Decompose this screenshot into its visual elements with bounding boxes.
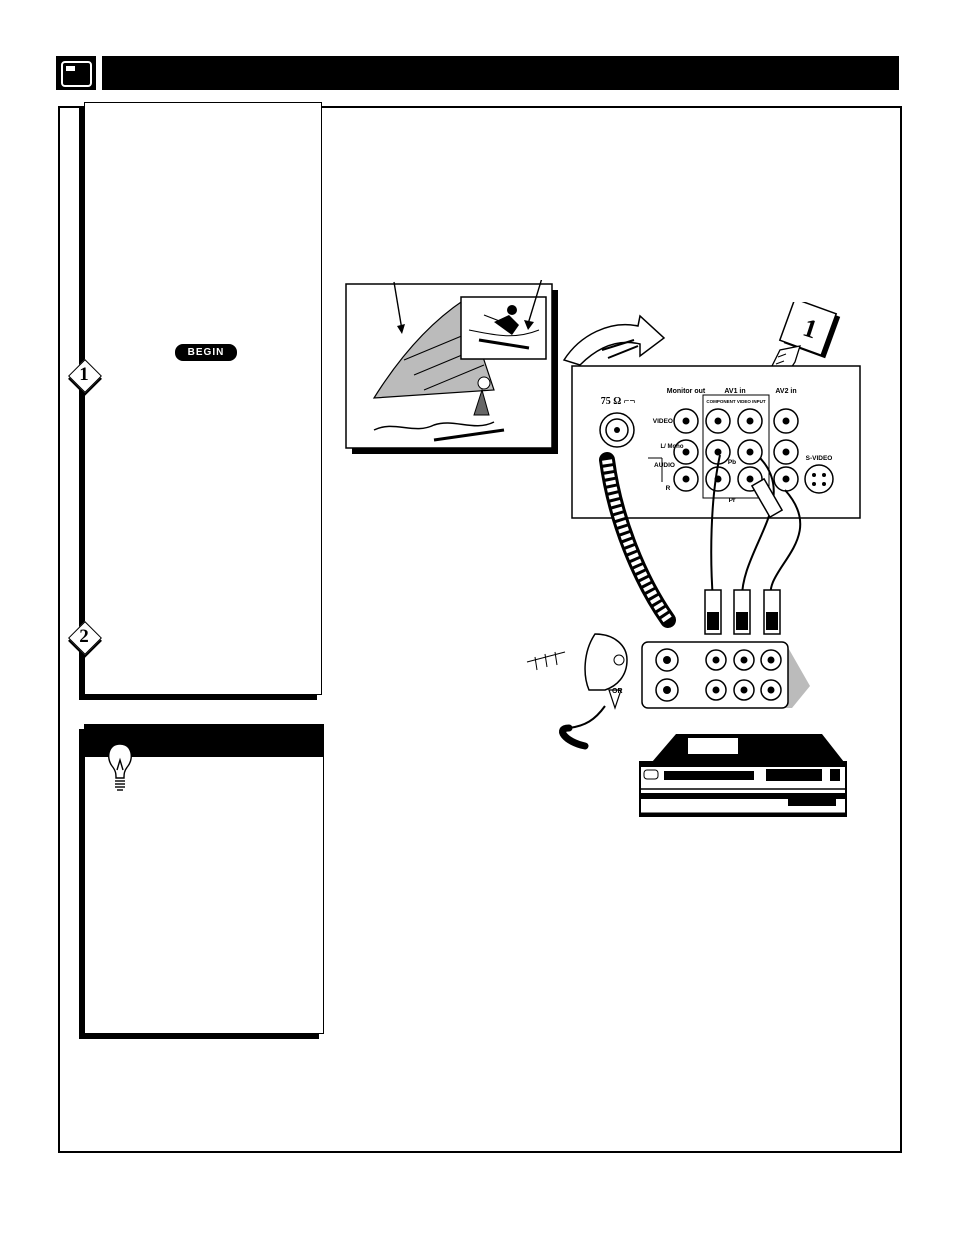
begin-badge: BEGIN xyxy=(175,344,237,361)
step-1-number: 1 xyxy=(79,364,89,385)
audio-label: AUDIO xyxy=(654,462,675,469)
tv-back-panel: 75 Ω ⌐¬ Monitor out AV1 in AV2 in COMPON… xyxy=(571,365,861,519)
pip-picture-illustration xyxy=(345,280,558,454)
step-2-number: 2 xyxy=(79,626,89,647)
l-mono-label: L/ Mono xyxy=(661,444,684,450)
video-label: VIDEO xyxy=(653,418,673,425)
av1-in-label: AV1 in xyxy=(724,388,745,395)
coax-label: 75 Ω ⌐¬ xyxy=(601,396,636,407)
s-video-label: S-VIDEO xyxy=(806,455,833,462)
steps-panel xyxy=(84,102,322,695)
pb-label: Pb xyxy=(728,459,736,466)
monitor-out-label: Monitor out xyxy=(667,388,706,395)
page-title-bar xyxy=(102,56,899,90)
vcr-device xyxy=(639,734,847,817)
r-label: R xyxy=(666,485,671,492)
vcr-jack-panel xyxy=(641,641,810,709)
tv-icon xyxy=(56,56,96,90)
antenna-connector xyxy=(526,633,628,750)
component-video-label: COMPONENT VIDEO INPUT xyxy=(706,399,766,404)
or-label: OR xyxy=(612,688,623,695)
av2-in-label: AV2 in xyxy=(775,388,796,395)
content-frame xyxy=(58,106,902,1153)
connection-cables xyxy=(599,452,802,635)
pr-label: Pr xyxy=(729,497,736,504)
curved-arrow-icon xyxy=(562,314,666,366)
lightbulb-icon xyxy=(93,731,147,791)
